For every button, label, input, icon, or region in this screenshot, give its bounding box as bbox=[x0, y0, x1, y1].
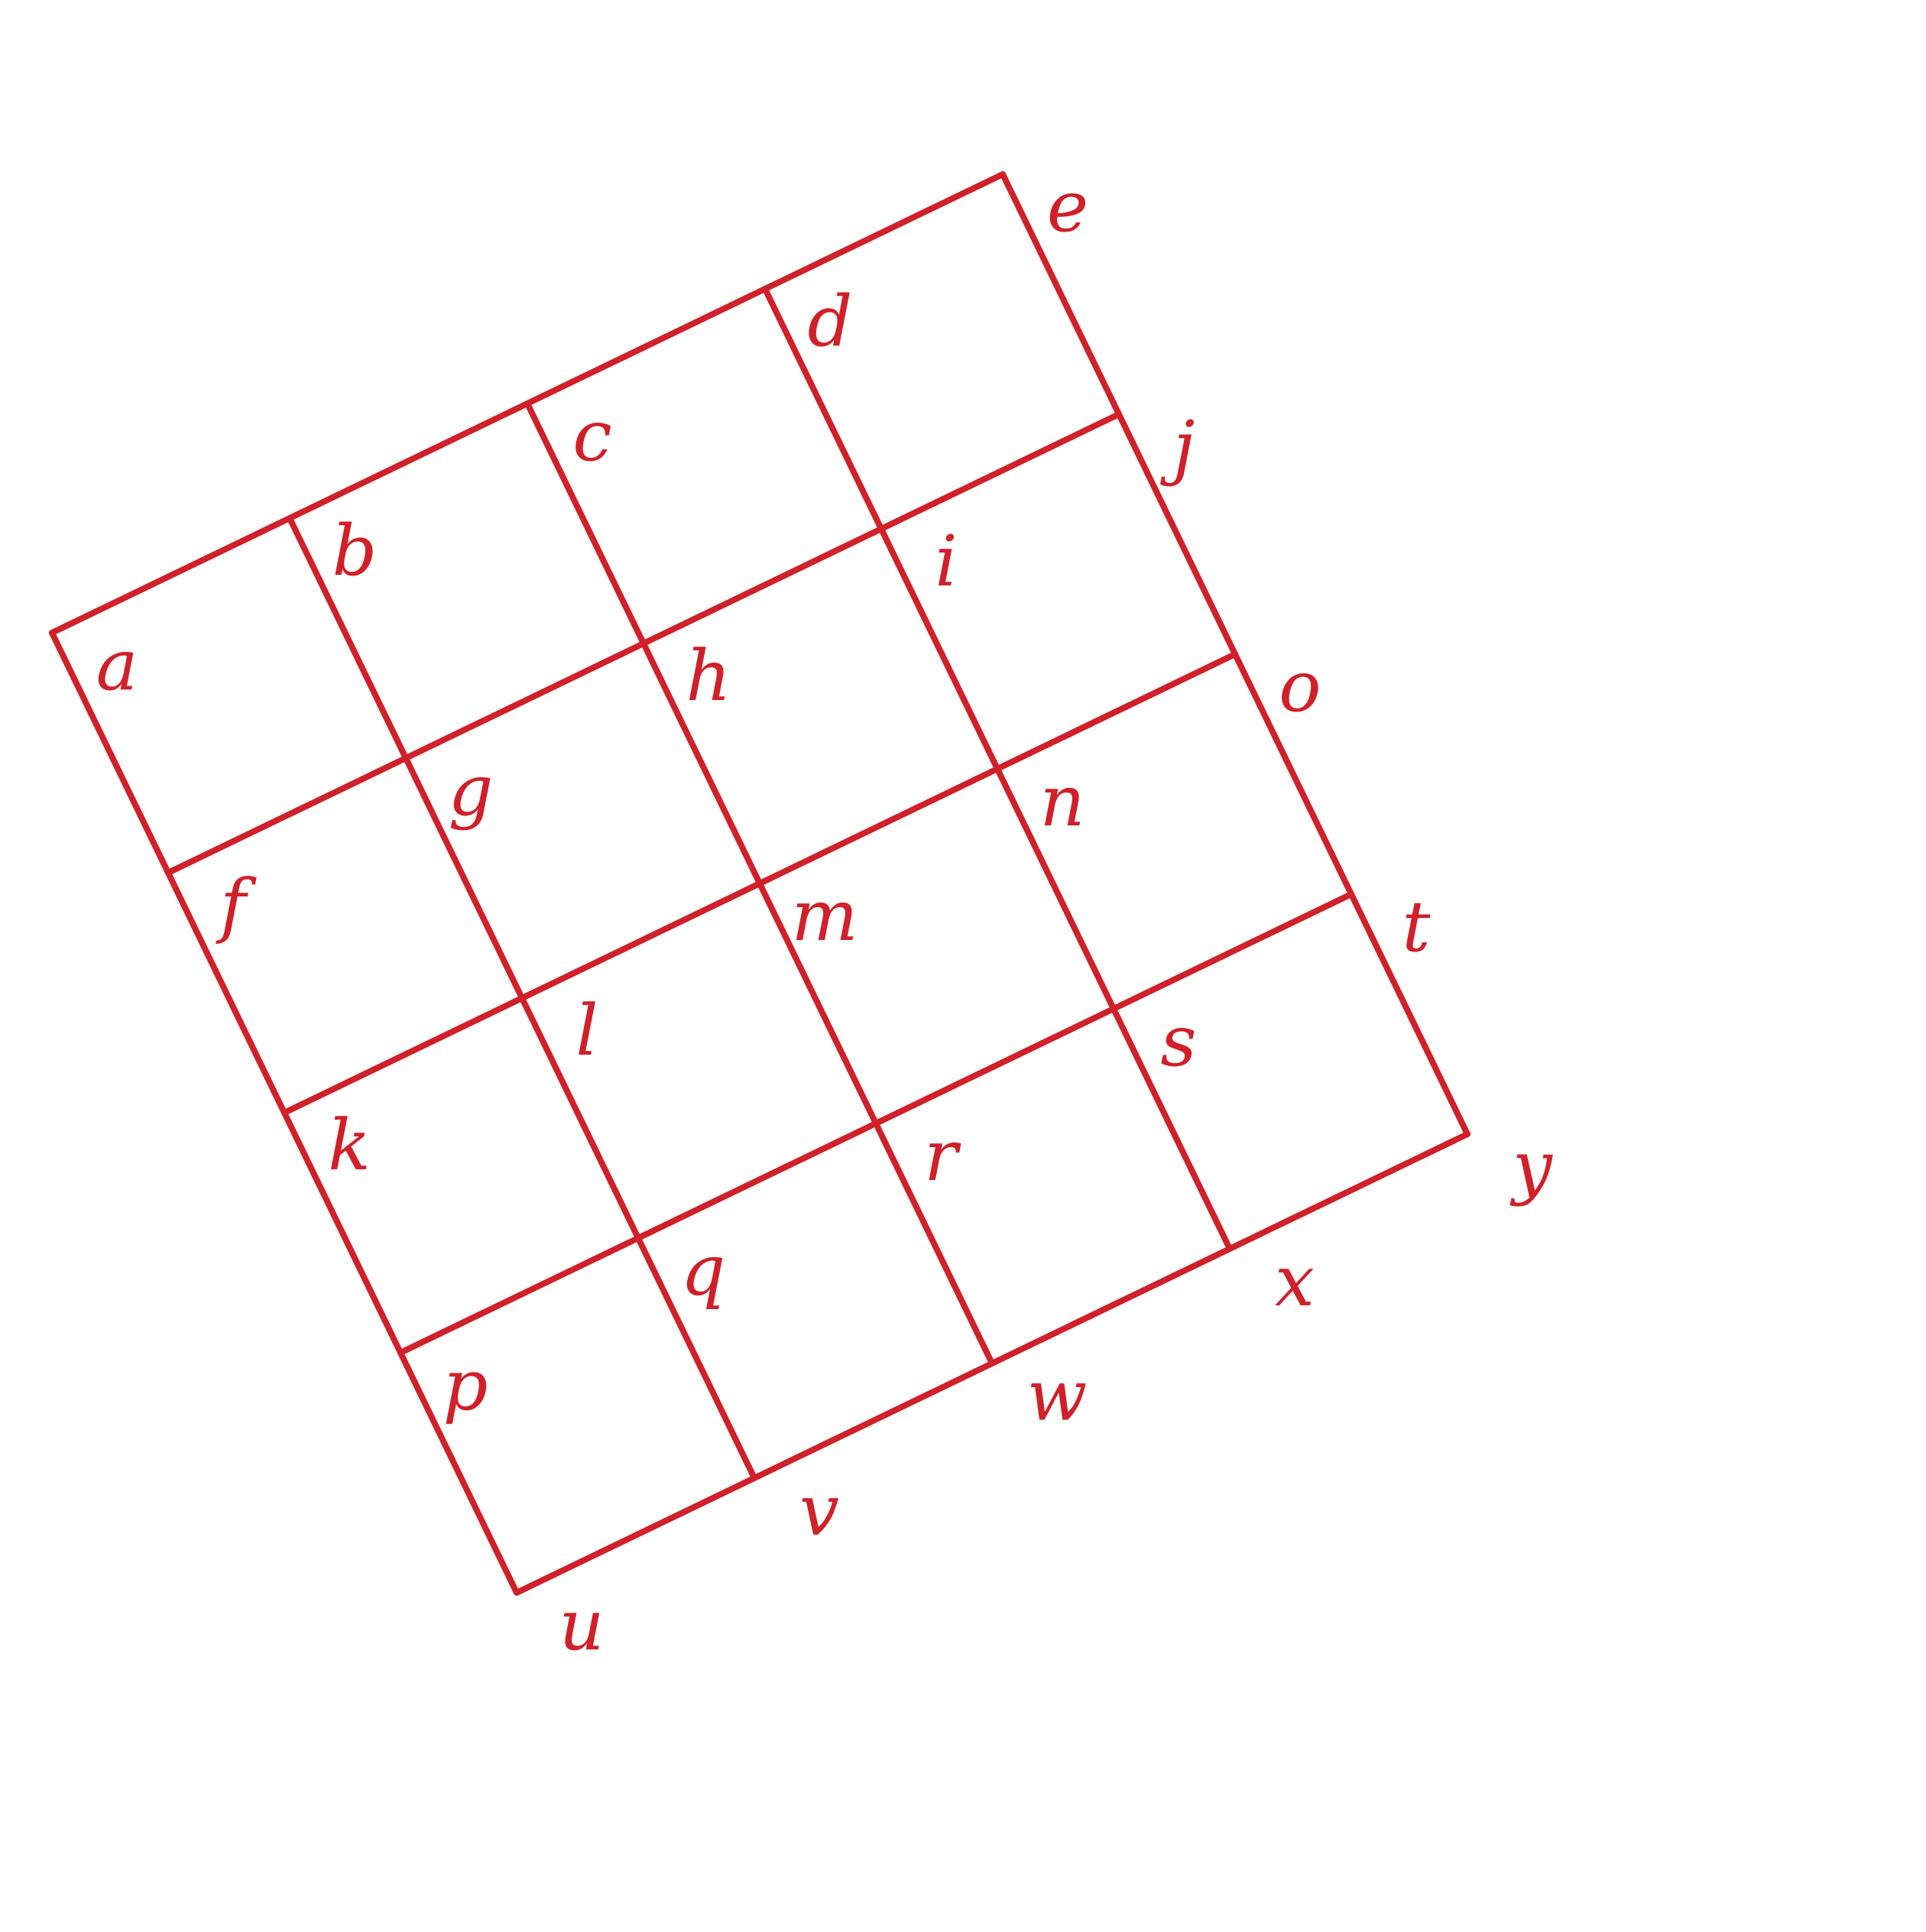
point-label-m: m bbox=[791, 875, 858, 957]
point-label-u: u bbox=[559, 1584, 604, 1666]
point-label-h: h bbox=[686, 635, 731, 717]
point-label-j: j bbox=[1160, 406, 1195, 488]
point-label-d: d bbox=[808, 280, 853, 362]
grid-column-line-3 bbox=[524, 400, 995, 1366]
point-label-o: o bbox=[1279, 646, 1321, 728]
point-label-r: r bbox=[924, 1115, 961, 1197]
point-label-s: s bbox=[1160, 1000, 1196, 1082]
point-label-n: n bbox=[1039, 760, 1085, 842]
point-label-y: y bbox=[1509, 1126, 1553, 1208]
point-label-i: i bbox=[935, 520, 957, 602]
point-label-g: g bbox=[449, 750, 494, 831]
point-label-q: q bbox=[681, 1230, 726, 1311]
point-label-k: k bbox=[328, 1104, 371, 1186]
point-label-e: e bbox=[1047, 166, 1088, 248]
point-label-f: f bbox=[216, 864, 257, 946]
point-label-b: b bbox=[332, 510, 378, 592]
grid-column-line-2 bbox=[287, 515, 757, 1481]
point-label-w: w bbox=[1027, 1355, 1088, 1437]
point-label-x: x bbox=[1275, 1240, 1315, 1322]
point-label-p: p bbox=[443, 1344, 488, 1426]
grid-column-line-1 bbox=[49, 630, 520, 1596]
point-label-a: a bbox=[96, 624, 138, 706]
grid-column-line-5 bbox=[1000, 171, 1470, 1137]
grid-lines bbox=[49, 171, 1470, 1596]
point-label-v: v bbox=[799, 1470, 839, 1551]
point-label-c: c bbox=[572, 395, 612, 477]
point-label-l: l bbox=[576, 990, 598, 1071]
point-label-t: t bbox=[1402, 886, 1432, 968]
grid-column-line-4 bbox=[762, 286, 1233, 1252]
